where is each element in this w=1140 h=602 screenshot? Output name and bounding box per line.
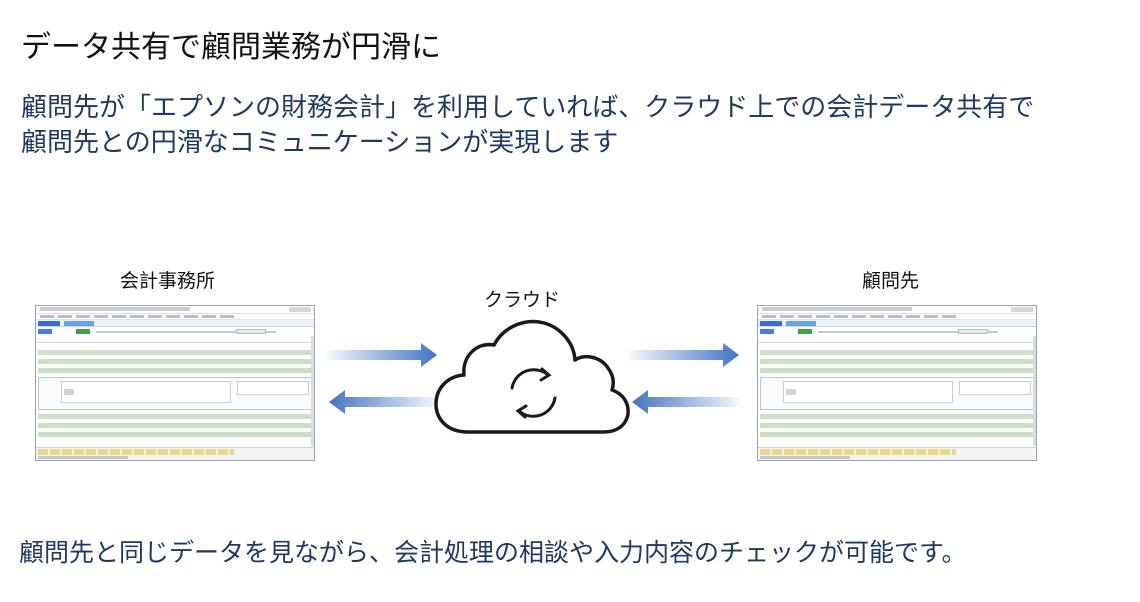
app-rows-bottom	[38, 414, 312, 441]
arrow-cloud-to-office	[329, 390, 437, 414]
app-titlebar	[36, 306, 314, 314]
arrow-cloud-to-client	[629, 343, 739, 367]
arrow-office-to-cloud	[327, 343, 437, 367]
app-rows-top	[760, 350, 1034, 377]
app-rows-top	[38, 350, 312, 377]
app-titlebar	[758, 306, 1036, 314]
cloud-sync-icon	[434, 318, 630, 436]
app-statusbar	[36, 447, 314, 460]
app-toolbar	[758, 320, 1036, 327]
client-screenshot	[757, 305, 1037, 461]
app-header-row	[758, 327, 1036, 343]
footer-description: 顧問先と同じデータを見ながら、会計処理の相談や入力内容のチェックが可能です。	[19, 538, 967, 567]
page-title: データ共有で顧問業務が円滑に	[21, 30, 441, 65]
app-rows-bottom	[760, 414, 1034, 441]
subtitle-line-1: 顧問先が「エプソンの財務会計」を利用していれば、クラウド上での会計データ共有で	[21, 93, 1035, 123]
app-menubar	[758, 314, 1036, 320]
label-client: 顧問先	[862, 270, 920, 292]
app-entry-form	[38, 377, 312, 410]
app-statusbar	[758, 447, 1036, 460]
subtitle: 顧問先が「エプソンの財務会計」を利用していれば、クラウド上での会計データ共有で …	[21, 91, 1034, 161]
subtitle-line-2: 顧問先との円滑なコミュニケーションが実現します	[21, 128, 619, 158]
sync-arrows-icon	[510, 367, 557, 419]
label-cloud: クラウド	[484, 289, 561, 311]
arrow-client-to-cloud	[632, 390, 740, 414]
app-header-row	[36, 327, 314, 343]
accounting-office-screenshot	[35, 305, 315, 461]
label-accounting-office: 会計事務所	[120, 270, 216, 292]
app-toolbar	[36, 320, 314, 327]
app-entry-form	[760, 377, 1034, 410]
app-menubar	[36, 314, 314, 320]
